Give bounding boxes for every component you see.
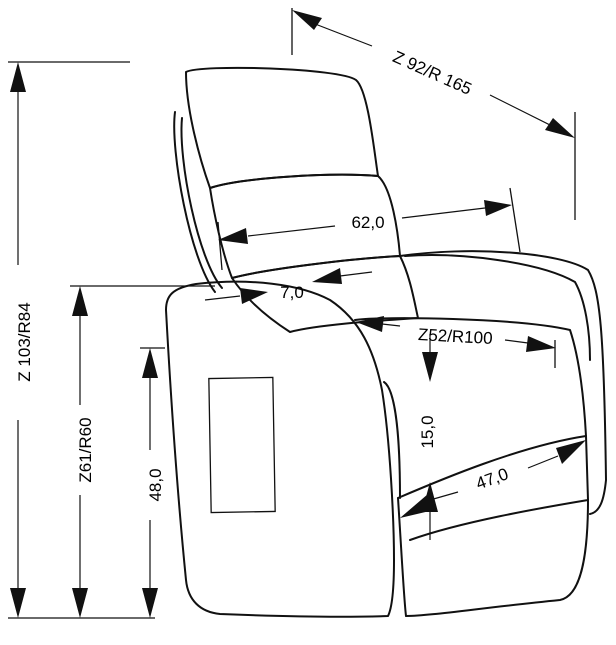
arrowhead <box>240 288 268 304</box>
seat-cushion-label: 15,0 <box>418 415 437 448</box>
backrest-width-label: 62,0 <box>351 213 384 232</box>
arrowhead <box>356 316 384 332</box>
armrest-height-label: Z61/R60 <box>76 417 95 482</box>
arrowhead <box>484 200 512 216</box>
arrowhead <box>545 118 575 138</box>
arrowhead <box>142 348 158 378</box>
total-height-label: Z 103/R84 <box>15 302 34 381</box>
seat-depth-label: Z52/R100 <box>418 325 494 348</box>
seat-width-label: 47,0 <box>473 464 511 493</box>
arrowhead <box>72 588 88 618</box>
armrest-width-label: 7,0 <box>280 283 304 302</box>
arrowhead <box>400 494 434 518</box>
arrowhead <box>556 440 586 464</box>
arrowhead <box>526 336 556 352</box>
arrowhead <box>10 62 26 92</box>
seat-height-label: 48,0 <box>146 468 165 501</box>
arrowhead <box>142 588 158 618</box>
depth-label: Z 92/R 165 <box>390 47 475 99</box>
dimension-lines <box>8 8 586 619</box>
arrowhead <box>422 352 438 382</box>
arrowhead <box>72 286 88 316</box>
arrowhead <box>218 228 248 244</box>
chair-outline <box>165 66 607 618</box>
arrowhead <box>292 10 322 30</box>
arrowhead <box>312 268 342 284</box>
arrowhead <box>10 588 26 618</box>
